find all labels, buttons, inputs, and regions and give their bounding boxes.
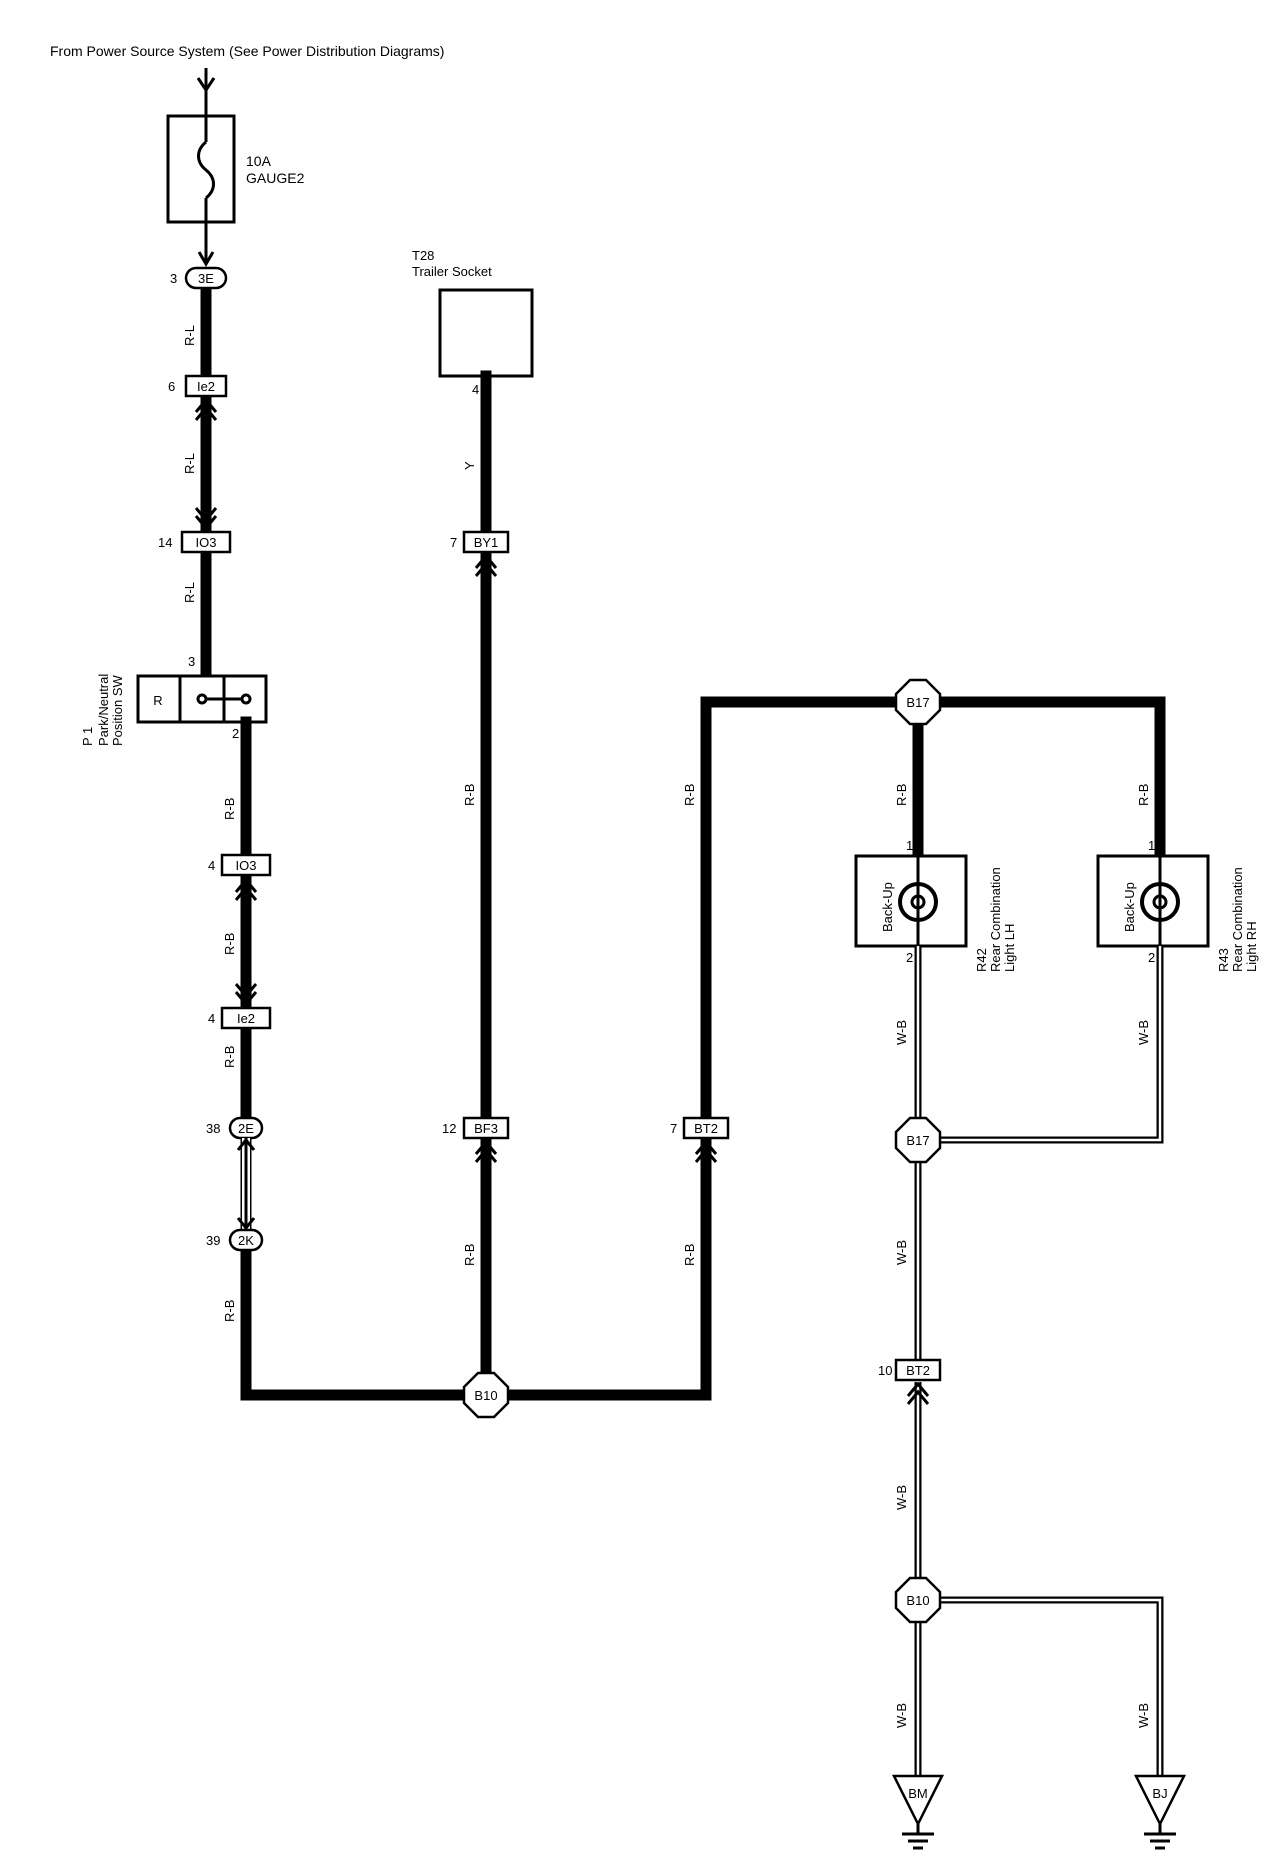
wire-label-rb-5: R-B: [462, 784, 477, 806]
wire-label-rb-9: R-B: [894, 784, 909, 806]
svg-text:BT2: BT2: [906, 1363, 930, 1378]
svg-text:39: 39: [206, 1233, 220, 1248]
svg-text:7: 7: [670, 1121, 677, 1136]
connector-bt2-top: [682, 1116, 730, 1140]
wire-label-rb-4: R-B: [222, 1300, 237, 1322]
wire-label-rb-1: R-B: [222, 798, 237, 820]
svg-text:38: 38: [206, 1121, 220, 1136]
t28-name: Trailer Socket: [412, 264, 492, 279]
svg-text:4: 4: [208, 858, 215, 873]
connector-io3-top: [180, 530, 232, 554]
fuse-rating: 10A: [246, 153, 272, 169]
ground-bm: [891, 1774, 945, 1827]
svg-text:2: 2: [906, 950, 913, 965]
t28-code: T28: [412, 248, 434, 263]
svg-text:R: R: [153, 693, 162, 708]
svg-text:BT2: BT2: [694, 1121, 718, 1136]
wire-label-y: Y: [462, 461, 477, 470]
wire-label-wb-3: W-B: [894, 1240, 909, 1265]
power-source-note: From Power Source System (See Power Dist…: [50, 43, 444, 59]
svg-text:BF3: BF3: [474, 1121, 498, 1136]
fuse-box: [166, 114, 236, 224]
wire-label-wb-4: W-B: [894, 1485, 909, 1510]
connector-ie2-top: [184, 374, 228, 398]
svg-text:2: 2: [1148, 950, 1155, 965]
fuse-name: GAUGE2: [246, 170, 305, 186]
connector-by1: [462, 530, 510, 554]
trailer-socket: [438, 288, 534, 378]
svg-text:B10: B10: [906, 1593, 929, 1608]
wire-label-wb-6: W-B: [1136, 1703, 1151, 1728]
r43-code: R43: [1216, 948, 1231, 972]
svg-text:1: 1: [906, 838, 913, 853]
wire-label-rb-3: R-B: [222, 1046, 237, 1068]
svg-text:BJ: BJ: [1152, 1786, 1167, 1801]
svg-text:BM: BM: [908, 1786, 928, 1801]
r42-code: R42: [974, 948, 989, 972]
svg-text:2K: 2K: [238, 1233, 254, 1248]
left-circuit: 10A GAUGE2 R-L R-L R-L 3E 3 Ie2 6 IO3 14…: [80, 68, 305, 1401]
connector-bf3: [462, 1116, 510, 1140]
connector-3e-pin: 3: [170, 271, 177, 286]
svg-text:IO3: IO3: [196, 535, 217, 550]
r43-name-2: Light RH: [1244, 921, 1259, 972]
wire-label-rl-1: R-L: [182, 325, 197, 346]
svg-text:Back-Up: Back-Up: [1122, 882, 1137, 932]
svg-text:6: 6: [168, 379, 175, 394]
svg-text:2E: 2E: [238, 1121, 254, 1136]
r43-name-1: Rear Combination: [1230, 867, 1245, 972]
fuse-icon: [197, 140, 215, 200]
right-circuit: B17 R-B R-B 1 Back-Up 2 R42 Rear Combina…: [854, 678, 1259, 1850]
svg-text:Ie2: Ie2: [197, 379, 215, 394]
connector-bt2-bottom: [894, 1358, 942, 1382]
svg-text:4: 4: [208, 1011, 215, 1026]
svg-text:B17: B17: [906, 1133, 929, 1148]
svg-text:7: 7: [450, 535, 457, 550]
wire-label-wb-2: W-B: [1136, 1020, 1151, 1045]
junction-b17-mid: [894, 1116, 942, 1164]
r42-name-1: Rear Combination: [988, 867, 1003, 972]
center-circuit: T28 Trailer Socket 4 Y BY1 7 R-B BF3 12 …: [240, 248, 1166, 1419]
connector-2k: [228, 1228, 264, 1252]
wire-label-rb-6: R-B: [462, 1244, 477, 1266]
svg-text:3E: 3E: [198, 271, 214, 286]
junction-b17-top: [894, 678, 942, 726]
connector-io3-bottom: [220, 853, 272, 877]
wire-label-rl-2: R-L: [182, 453, 197, 474]
svg-text:10: 10: [878, 1363, 892, 1378]
ground-bj: [1133, 1774, 1187, 1827]
svg-text:12: 12: [442, 1121, 456, 1136]
svg-text:IO3: IO3: [236, 858, 257, 873]
svg-text:4: 4: [472, 382, 479, 397]
svg-text:B10: B10: [474, 1388, 497, 1403]
wire-label-rb-7: R-B: [682, 784, 697, 806]
svg-text:Ie2: Ie2: [237, 1011, 255, 1026]
svg-text:B17: B17: [906, 695, 929, 710]
wire-label-rb-2: R-B: [222, 933, 237, 955]
p1-name-2: Position SW: [110, 674, 125, 746]
svg-text:2: 2: [232, 726, 239, 741]
svg-text:1: 1: [1148, 838, 1155, 853]
wire-label-rl-3: R-L: [182, 582, 197, 603]
p1-name-1: Park/Neutral: [96, 674, 111, 746]
connector-ie2-bottom: [220, 1006, 272, 1030]
p1-code: P 1: [80, 727, 95, 746]
r42-name-2: Light LH: [1002, 924, 1017, 972]
wire-label-rb-10: R-B: [1136, 784, 1151, 806]
wire-label-wb-1: W-B: [894, 1020, 909, 1045]
svg-text:Back-Up: Back-Up: [880, 882, 895, 932]
wire-label-rb-8: R-B: [682, 1244, 697, 1266]
junction-b10-top: [462, 1371, 510, 1419]
svg-text:14: 14: [158, 535, 172, 550]
wire-label-wb-5: W-B: [894, 1703, 909, 1728]
connector-3e: [184, 266, 228, 290]
junction-b10-low: [894, 1576, 942, 1624]
svg-text:BY1: BY1: [474, 535, 499, 550]
svg-text:3: 3: [188, 654, 195, 669]
